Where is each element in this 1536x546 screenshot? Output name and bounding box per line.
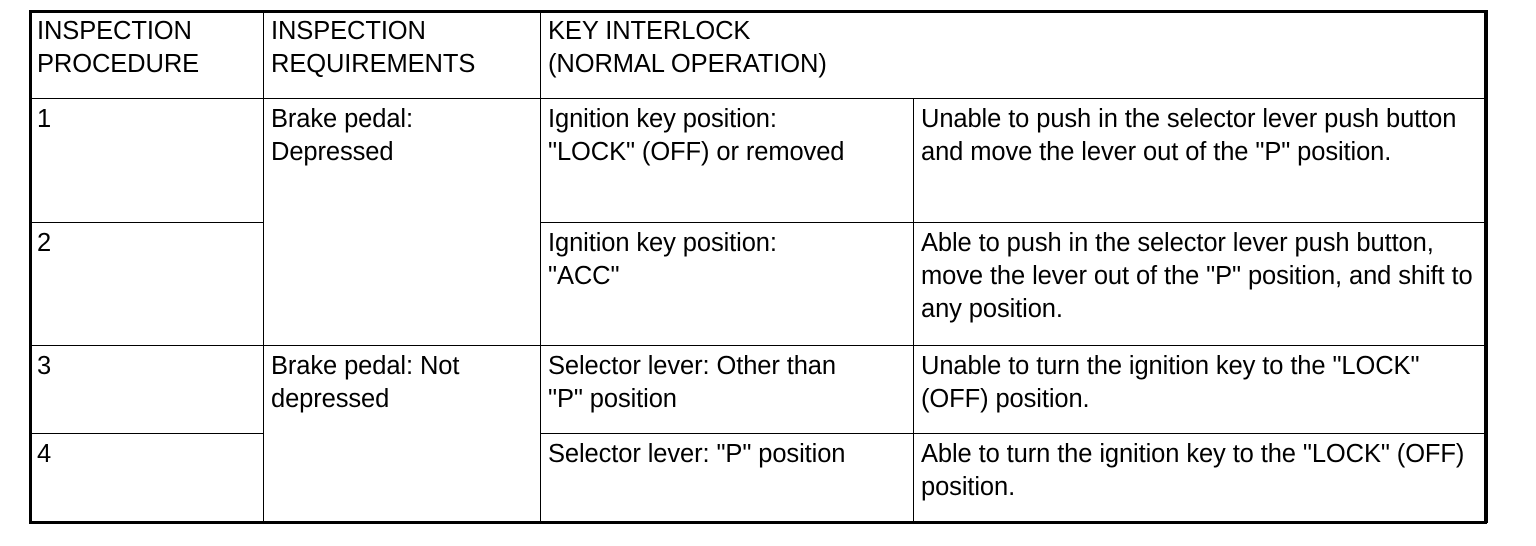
normal-operation-text-1: Unable to push in the selector lever pus… [921,105,1457,167]
header-key-interlock: KEY INTERLOCK (NORMAL OPERATION) [540,10,1488,99]
table-header-row: INSPECTION PROCEDURE INSPECTION REQUIREM… [29,10,1488,99]
key-interlock-inspection-table: INSPECTION PROCEDURE INSPECTION REQUIREM… [29,10,1488,523]
cell-procedure-4: 4 [29,433,264,523]
normal-operation-text-3: Unable to turn the ignition key to the "… [921,352,1420,414]
header-inspection-requirements: INSPECTION REQUIREMENTS [263,10,541,99]
normal-operation-text-4: Able to turn the ignition key to the "LO… [921,440,1465,502]
cell-normal-operation-4: Able to turn the ignition key to the "LO… [913,433,1488,523]
key-condition-text-2: Ignition key position: "ACC" [548,229,777,291]
key-condition-text-1: Ignition key position: "LOCK" (OFF) or r… [548,105,845,167]
key-condition-text-3: Selector lever: Other than "P" position [548,352,836,414]
table-row: 1 Brake pedal: Depressed Ignition key po… [29,98,1488,346]
header-key-interlock-label: KEY INTERLOCK (NORMAL OPERATION) [548,17,827,79]
cell-key-condition-2: Ignition key position: "ACC" [540,222,914,346]
header-inspection-procedure-label: INSPECTION PROCEDURE [37,17,200,79]
table-row: 4 Selector lever: "P" position Able to t… [29,433,1488,523]
normal-operation-text-2: Able to push in the selector lever push … [921,229,1473,324]
requirements-text-1: Brake pedal: Depressed [271,105,413,167]
procedure-number-3: 3 [37,352,52,380]
table-body: 1 Brake pedal: Depressed Ignition key po… [29,98,1488,523]
cell-normal-operation-2: Able to push in the selector lever push … [913,222,1488,346]
cell-key-condition-3: Selector lever: Other than "P" position [540,345,914,434]
cell-key-condition-1: Ignition key position: "LOCK" (OFF) or r… [540,98,914,223]
procedure-number-1: 1 [37,105,52,133]
header-inspection-requirements-label: INSPECTION REQUIREMENTS [271,17,476,79]
cell-key-condition-4: Selector lever: "P" position [540,433,914,523]
table-row: 2 Ignition key position: "ACC" Able to p… [29,222,1488,346]
cell-normal-operation-3: Unable to turn the ignition key to the "… [913,345,1488,434]
cell-procedure-1: 1 [29,98,264,223]
cell-requirements-1: Brake pedal: Depressed [263,98,541,346]
procedure-number-4: 4 [37,440,52,468]
key-condition-text-4: Selector lever: "P" position [548,440,846,468]
procedure-number-2: 2 [37,229,52,257]
cell-requirements-3: Brake pedal: Not depressed [263,345,541,523]
header-inspection-procedure: INSPECTION PROCEDURE [29,10,264,99]
cell-procedure-2: 2 [29,222,264,346]
table-row: 3 Brake pedal: Not depressed Selector le… [29,345,1488,523]
table-header: INSPECTION PROCEDURE INSPECTION REQUIREM… [29,10,1488,99]
requirements-text-3: Brake pedal: Not depressed [271,352,460,414]
cell-normal-operation-1: Unable to push in the selector lever pus… [913,98,1488,223]
cell-procedure-3: 3 [29,345,264,434]
